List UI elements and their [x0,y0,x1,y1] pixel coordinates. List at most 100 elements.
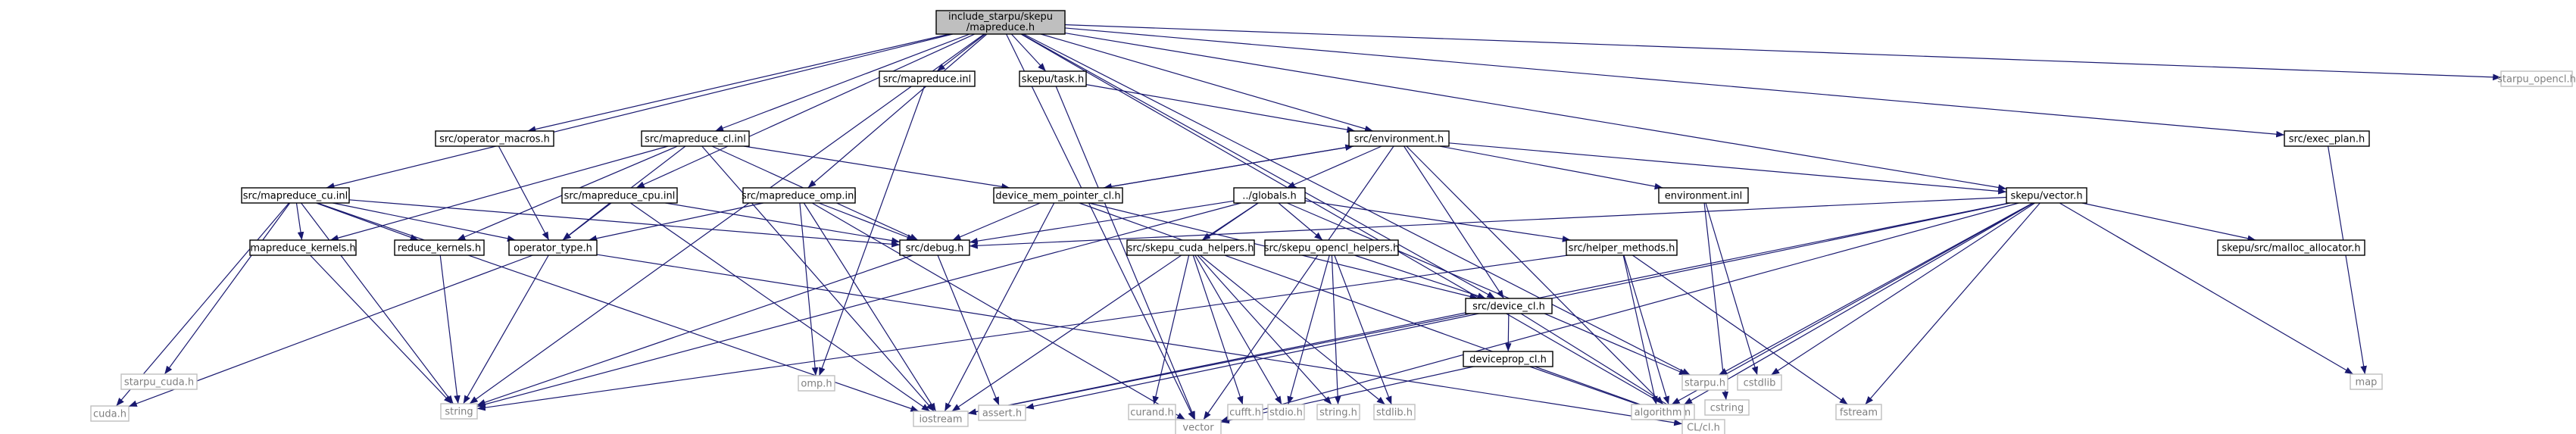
node-label: device_mem_pointer_cl.h [995,191,1120,202]
node-skepu-vector-h[interactable]: skepu/vector.h [2006,187,2087,204]
edge-task-to-vector [1055,86,1196,420]
node-src-mapreduce-cpu-inl[interactable]: src/mapreduce_cpu.inl [561,187,678,204]
node-src-skepu-opencl-helpers-h[interactable]: src/skepu_opencl_helpers.h [1264,239,1399,256]
edge-line [1023,33,1691,376]
node-box [1233,187,1306,204]
node-src-operator-macros-h[interactable]: src/operator_macros.h [435,130,554,147]
node-label: src/mapreduce_omp.inl [742,191,857,202]
node-box [435,130,554,147]
node-box [899,239,970,256]
node-mapreduce-kernels-h[interactable]: mapreduce_kernels.h [249,239,357,256]
edge-line [1684,202,2034,405]
edge-line [2328,145,2367,375]
node-box [1128,404,1176,420]
node-src-device-cl-h[interactable]: src/device_cl.h [1465,298,1553,314]
edge-line [1439,145,1663,190]
node-globals-h[interactable]: ../globals.h [1233,187,1306,204]
edge-line [1006,33,1195,420]
node-src-environment-h[interactable]: src/environment.h [1348,130,1450,147]
edge-root-to-skvec [1064,32,2007,191]
edge-mr_omp-to-vector [811,202,1186,420]
node-string: string [440,403,478,420]
edge-line [1200,254,1385,405]
edge-dmp-to-iostream [944,202,1055,412]
edge-line [463,254,549,404]
node-box [561,187,678,204]
edge-line [952,202,1041,241]
node-include-starpu-skepu-mapreduce-h: include_starpu/skepu/mapreduce.h [935,10,1066,35]
edge-opencl_helpers-to-stdio [1287,254,1330,405]
node-vector: vector [1175,419,1222,434]
node-src-skepu-cuda-helpers-h[interactable]: src/skepu_cuda_helpers.h [1126,239,1255,256]
edge-line [969,196,2007,249]
edge-line [116,202,289,407]
node-device-mem-pointer-cl-h[interactable]: device_mem_pointer_cl.h [993,187,1123,204]
node-src-mapreduce-inl[interactable]: src/mapreduce.inl [879,70,976,87]
node-src-mapreduce-cl-inl[interactable]: src/mapreduce_cl.inl [641,130,750,147]
node-src-debug-h[interactable]: src/debug.h [899,239,970,256]
edge-globals-to-debug [969,200,1235,245]
node-stdio-h: stdio.h [1267,404,1305,420]
edge-line [1040,33,1373,133]
node-label: cuda.h [93,409,126,420]
node-src-exec-plan-h[interactable]: src/exec_plan.h [2284,130,2370,147]
node-environment-inl[interactable]: environment.inl [1658,187,1749,204]
node-box [1658,187,1749,204]
edge-mr_cpu-to-op_type [562,202,610,241]
edge-line [1865,202,2041,405]
edge-line [630,202,930,412]
edge-line [1020,33,1691,420]
node-box [1267,404,1305,420]
node-src-mapreduce-omp-inl[interactable]: src/mapreduce_omp.inl [742,187,857,204]
edge-op_type-to-string [463,254,549,404]
node-reduce-kernels-h[interactable]: reduce_kernels.h [394,239,485,256]
edge-skvec-to-vector [1220,202,2019,423]
node-cstring: cstring [1704,399,1750,416]
edge-line [967,313,1471,415]
node-box [394,239,485,256]
edge-line [1194,254,1282,405]
node-starpu-cuda-h: starpu_cuda.h [120,373,198,390]
node-box [440,403,478,420]
node-box [1681,374,1728,391]
edge-skvec-to-fstream [1865,202,2041,405]
edge-opencl_helpers-to-device_cl [1354,254,1486,299]
node-cstdlib: cstdlib [1737,374,1782,391]
node-cufft-h: cufft.h [1227,404,1263,420]
edge-env-to-device_cl [1404,145,1504,299]
node-skepu-task-h[interactable]: skepu/task.h [1019,70,1087,87]
node-label: cstdlib [1744,378,1776,389]
node-skepu-src-malloc-allocator-h[interactable]: skepu/src/malloc_allocator.h [2217,239,2365,256]
node-operator-type-h[interactable]: operator_type.h [508,239,598,256]
node-src-mapreduce-cu-inl[interactable]: src/mapreduce_cu.inl [241,187,350,204]
node-label: iostream [919,414,962,426]
edge-globals-to-starpu [1287,202,1688,376]
edge-line [1504,313,1512,352]
node-deviceprop-cl-h[interactable]: deviceprop_cl.h [1463,351,1553,367]
edge-line [1085,84,1356,133]
edge-root-to-starpu [1023,33,1691,376]
node-iostream: iostream [913,411,969,427]
edge-line [1010,33,1047,72]
edge-op_type-to-clh [596,254,1683,426]
node-label: skepu/vector.h [2010,191,2082,202]
node-box [1316,404,1360,420]
edge-line [1197,254,1332,405]
node-label: fstream [1840,407,1878,419]
edge-line [498,145,550,241]
node-box [120,373,198,390]
edge-line [1079,202,1683,420]
edge-root-to-exec_plan [1064,27,2285,138]
edge-skvec-to-starpu [1718,202,2034,376]
edge-cuda_helpers-to-curand [1152,254,1190,405]
edge-line [348,199,901,248]
edge-line [562,202,610,241]
node-label: stdio.h [1269,407,1303,419]
node-box [90,405,130,422]
edge-line [1064,24,2502,81]
edge-mr_cl-to-dmp [743,145,1010,190]
edge-line [944,202,1055,412]
node-src-helper-methods-h[interactable]: src/helper_methods.h [1566,239,1678,256]
edge-mr_omp-to-iostream [803,202,937,412]
edge-line [2059,202,2354,375]
